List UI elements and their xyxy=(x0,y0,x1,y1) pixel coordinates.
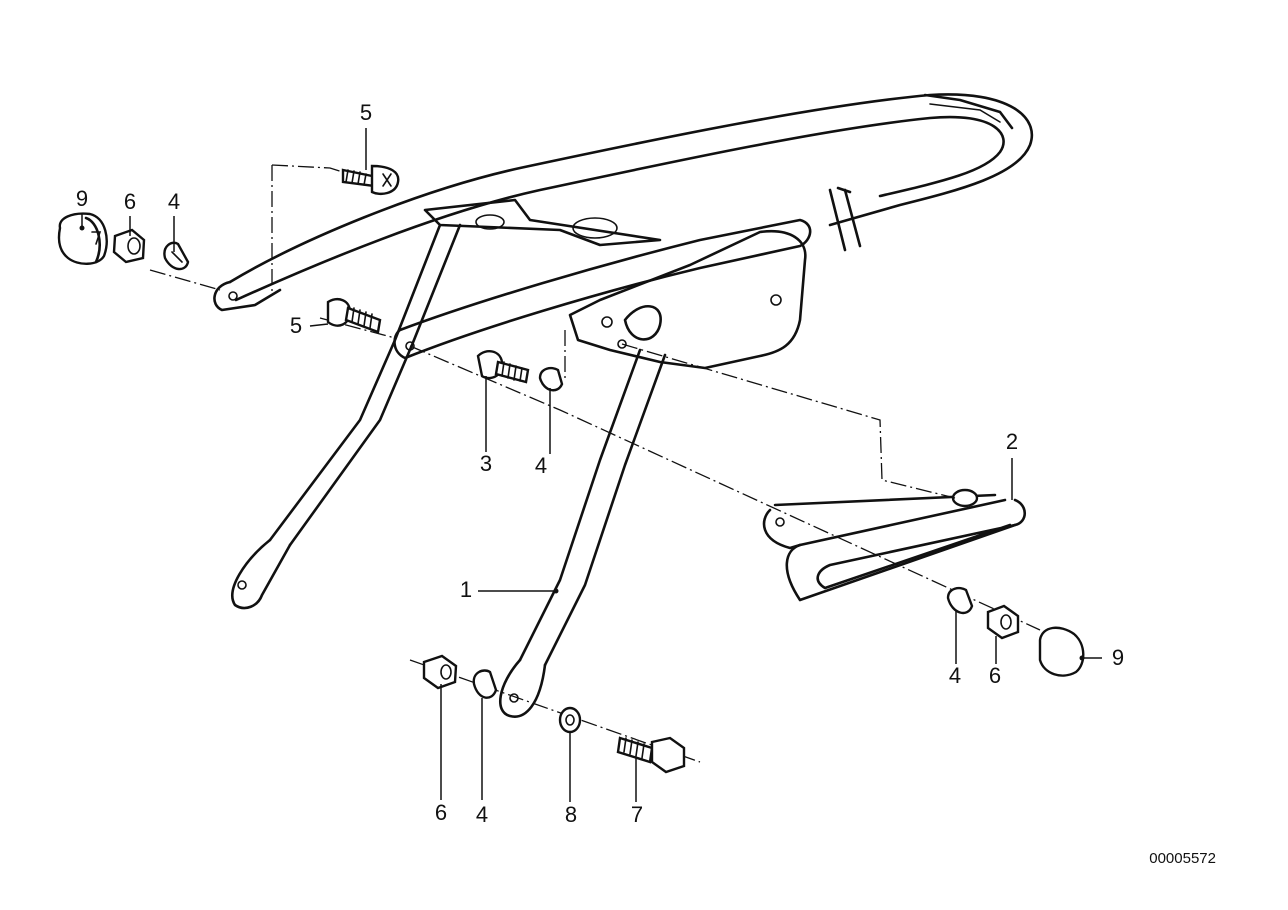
callout-4-left: 4 xyxy=(168,189,180,214)
callout-9-left: 9 xyxy=(76,186,88,211)
rear-frame-drawing xyxy=(213,93,1034,718)
nut-right-drawing xyxy=(986,604,1020,640)
callout-9-right: 9 xyxy=(1112,645,1124,670)
screw-mid-drawing xyxy=(326,298,382,334)
leader-lines xyxy=(79,128,1102,802)
screw-top-drawing xyxy=(341,164,400,196)
washer-8-drawing xyxy=(558,706,582,734)
assembly-center-lines xyxy=(149,164,1041,763)
cap-right-drawing xyxy=(1038,626,1085,677)
callout-6-right: 6 xyxy=(989,663,1001,688)
cap-left-drawing xyxy=(57,212,108,265)
washer-mid-drawing xyxy=(538,366,564,392)
bolt-7-drawing xyxy=(616,736,686,774)
washer-left-drawing xyxy=(163,241,190,271)
washer-bottom-drawing xyxy=(472,669,498,699)
callout-4-right: 4 xyxy=(949,663,961,688)
callout-1: 1 xyxy=(460,577,472,602)
callout-4-mid: 4 xyxy=(535,453,547,478)
callout-8: 8 xyxy=(565,802,577,827)
callout-4-bottom: 4 xyxy=(476,802,488,827)
callout-5-top: 5 xyxy=(360,100,372,125)
footrest-bracket-drawing xyxy=(762,488,1027,602)
callout-2: 2 xyxy=(1006,429,1018,454)
callout-5-mid: 5 xyxy=(290,313,302,338)
callout-7: 7 xyxy=(631,802,643,827)
callout-6-left: 6 xyxy=(124,189,136,214)
nut-bottom-drawing xyxy=(422,654,458,690)
diagram-reference-number: 00005572 xyxy=(1149,850,1216,867)
nut-left-drawing xyxy=(112,228,146,264)
callout-6-bottom: 6 xyxy=(435,800,447,825)
washer-right-drawing xyxy=(946,586,974,615)
callout-3: 3 xyxy=(480,451,492,476)
bolt-3-drawing xyxy=(476,350,530,384)
